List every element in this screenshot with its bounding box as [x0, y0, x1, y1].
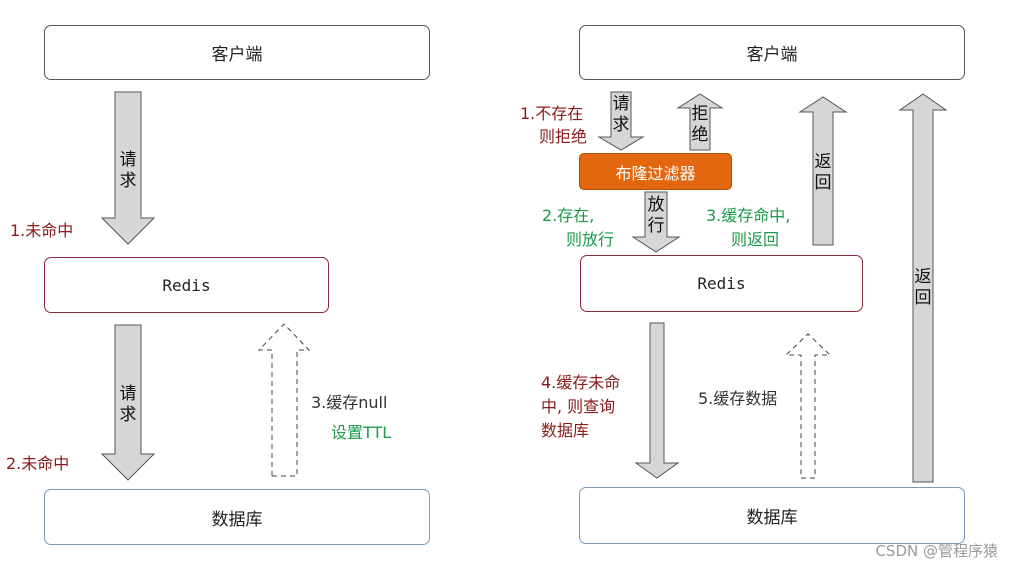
left-set-ttl-label: 设置TTL: [331, 423, 392, 442]
right-request-arrow: [597, 91, 645, 151]
right-redis-label: Redis: [697, 274, 746, 293]
left-db-label: 数据库: [211, 509, 263, 530]
left-db-box: 数据库: [44, 489, 430, 545]
not-exist-label-line2: 则拒绝: [539, 127, 588, 146]
bloom-filter-box: 布隆过滤器: [579, 153, 732, 190]
csdn-watermark: CSDN @管程序猿: [875, 542, 998, 560]
right-return-short-text: 返回: [814, 152, 832, 193]
left-redis-label: Redis: [162, 275, 211, 295]
left-request-text-1: 请求: [119, 150, 137, 191]
cache-hit-label-line2: 则返回: [731, 230, 780, 249]
left-cache-null-label: 3.缓存null: [311, 393, 388, 412]
right-client-label: 客户端: [746, 45, 798, 65]
exist-label-line2: 则放行: [566, 230, 615, 249]
left-redis-box: Redis: [44, 257, 329, 313]
right-return-short-arrow: [798, 96, 848, 246]
left-miss-label-1: 1.未命中: [10, 221, 74, 240]
exist-label-line1: 2.存在,: [542, 206, 595, 225]
cache-data-label: 5.缓存数据: [698, 389, 778, 408]
left-cache-null-arrow: [257, 323, 311, 477]
right-db-box: 数据库: [579, 487, 965, 544]
right-reject-text: 拒绝: [691, 104, 709, 145]
bloom-filter-label: 布隆过滤器: [615, 163, 696, 183]
right-client-box: 客户端: [579, 25, 965, 80]
cache-miss-label-line2: 中, 则查询: [541, 397, 616, 416]
right-db-label: 数据库: [746, 508, 798, 528]
not-exist-label-line1: 1.不存在: [520, 104, 584, 123]
right-reject-arrow: [676, 93, 724, 151]
right-pass-arrow: [631, 191, 681, 253]
left-request-arrow-1: [100, 91, 156, 245]
right-pass-text: 放行: [647, 195, 665, 236]
left-request-arrow-2: [100, 324, 156, 481]
right-redis-box: Redis: [580, 255, 863, 312]
left-client-label: 客户端: [211, 45, 263, 65]
cache-miss-label-line1: 4.缓存未命: [541, 373, 621, 392]
cache-miss-label-line3: 数据库: [541, 421, 590, 440]
left-request-text-2: 请求: [119, 384, 137, 425]
right-return-long-arrow: [898, 93, 948, 483]
cache-hit-label-line1: 3.缓存命中,: [706, 206, 791, 225]
left-client-box: 客户端: [44, 25, 430, 80]
right-request-text: 请求: [612, 94, 630, 135]
right-cache-data-arrow: [784, 333, 832, 479]
right-query-arrow: [634, 322, 680, 479]
left-miss-label-2: 2.未命中: [6, 454, 70, 473]
right-return-long-text: 返回: [914, 267, 932, 308]
